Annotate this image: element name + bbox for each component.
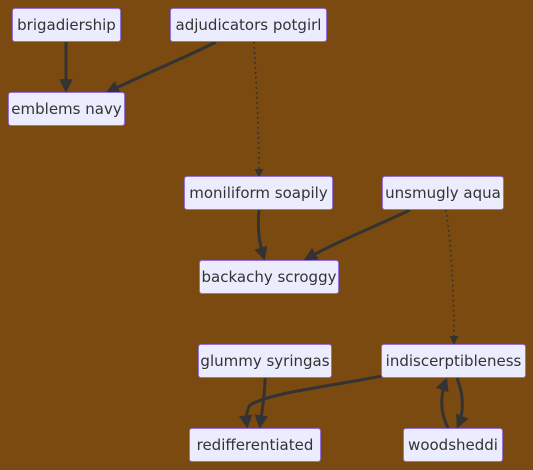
node-brigadiership[interactable]: brigadiership xyxy=(12,8,121,42)
edge-unsmugly-aqua-to-indiscerptibleness xyxy=(445,209,459,345)
node-glummy-syringas[interactable]: glummy syringas xyxy=(198,344,332,378)
node-emblems-navy[interactable]: emblems navy xyxy=(8,92,125,126)
edge-glummy-syringas-to-redifferentiated xyxy=(254,377,269,429)
node-indiscerptibleness[interactable]: indiscerptibleness xyxy=(381,344,526,378)
edge-indiscerptibleness-to-redifferentiated xyxy=(238,374,383,429)
node-moniliform-soapily[interactable]: moniliform soapily xyxy=(184,176,333,210)
node-woodsheddi[interactable]: woodsheddi xyxy=(403,428,503,462)
edge-unsmugly-aqua-to-backachy-scroggy xyxy=(303,208,411,261)
edge-moniliform-soapily-to-backachy-scroggy xyxy=(254,209,268,261)
node-redifferentiated[interactable]: redifferentiated xyxy=(189,428,321,462)
edge-indiscerptibleness-to-woodsheddi xyxy=(455,377,469,429)
node-adjudicators-potgirl[interactable]: adjudicators potgirl xyxy=(170,8,327,42)
edge-woodsheddi-to-indiscerptibleness xyxy=(435,377,450,429)
node-unsmugly-aqua[interactable]: unsmugly aqua xyxy=(382,176,504,210)
node-backachy-scroggy[interactable]: backachy scroggy xyxy=(199,260,339,294)
edge-adjudicators-potgirl-to-moniliform-soapily xyxy=(253,41,264,178)
edge-adjudicators-potgirl-to-emblems-navy xyxy=(105,40,217,94)
